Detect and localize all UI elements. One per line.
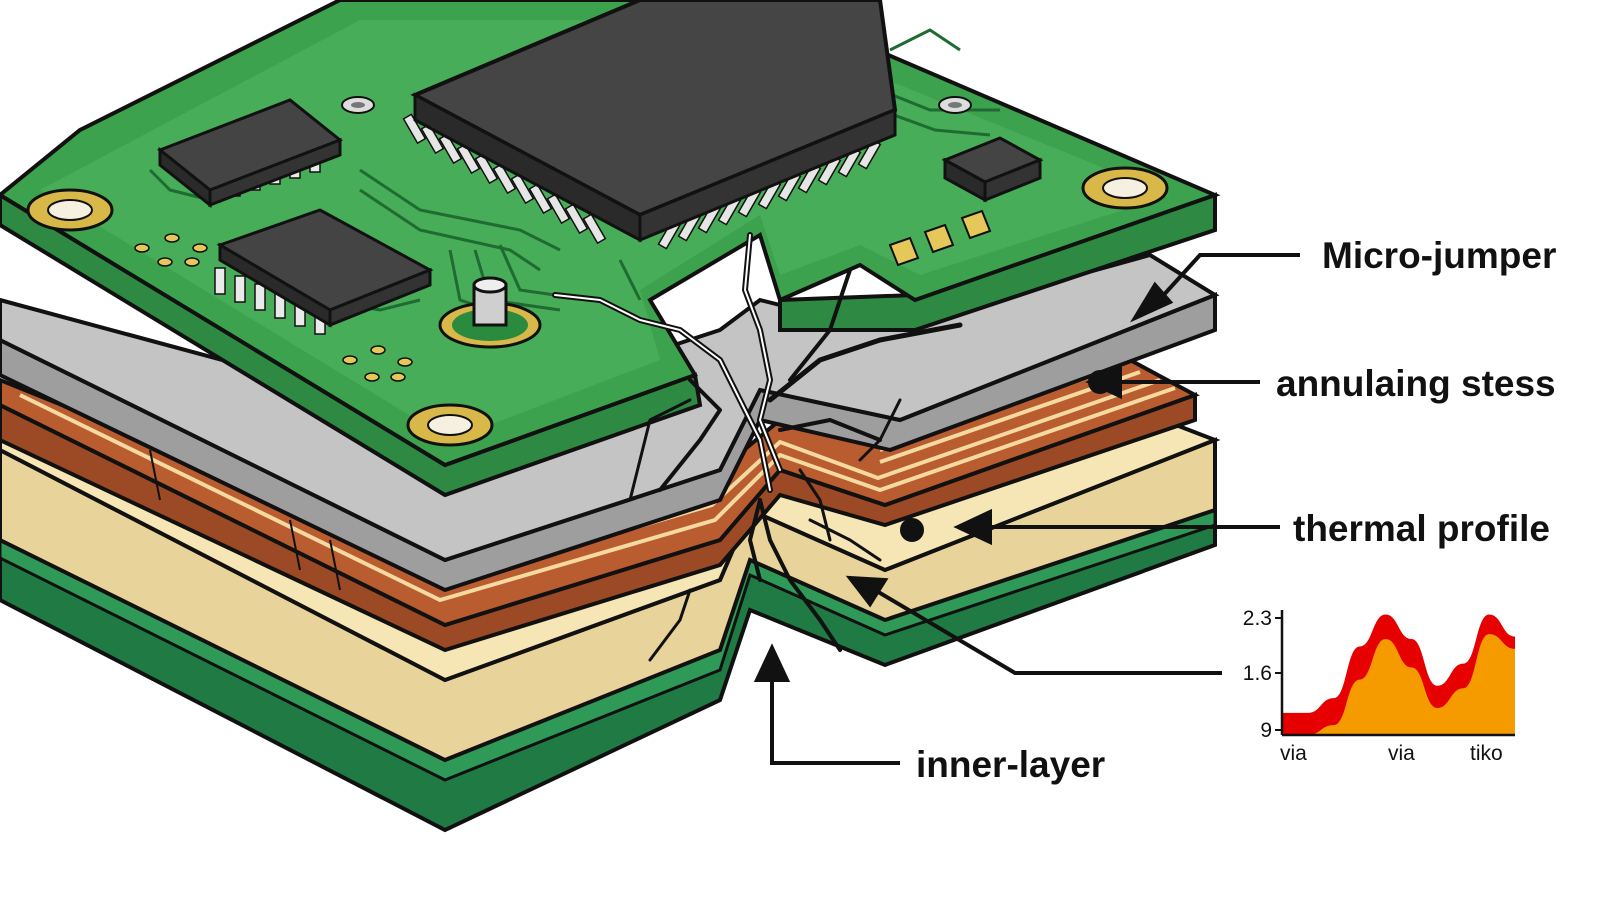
- chip-small-right: [941, 136, 1044, 203]
- chart-series-orange-area: [1282, 634, 1515, 735]
- mounting-hole-left: [26, 188, 114, 232]
- chart-x-tick-label: via: [1388, 742, 1415, 765]
- label-annulaing-stress: annulaing stess: [1276, 363, 1556, 404]
- label-thermal-profile: thermal profile: [1293, 508, 1550, 549]
- post-connector: [438, 276, 542, 349]
- gold-rect-pads: [888, 209, 992, 267]
- thermal-mini-chart: 2.3 1.6 9 via via tiko: [1243, 607, 1515, 765]
- chart-x-tick-label: via: [1280, 742, 1307, 765]
- chip-large-qfp: [402, 0, 898, 250]
- top-pcb-board: [0, 0, 1221, 498]
- label-micro-jumper: Micro-jumper: [1322, 235, 1556, 276]
- arrow-annulaing-stress: [1085, 364, 1260, 400]
- label-inner-layer: inner-layer: [916, 744, 1105, 785]
- crack-lines: [552, 232, 963, 662]
- chip-large-pins-right: [657, 138, 882, 250]
- chip-small-middle-left: [214, 208, 434, 335]
- arrow-thermal-profile: [900, 508, 1280, 546]
- chart-y-tick-label: 9: [1260, 719, 1272, 742]
- chip-large-pins-left: [402, 113, 607, 245]
- arrow-micro-jumper: [1129, 253, 1300, 323]
- chip-small-top-left: [157, 98, 343, 209]
- chart-x-tick-label: tiko: [1470, 742, 1503, 765]
- arrow-chart-link: [845, 575, 1222, 675]
- mounting-hole-right: [1081, 166, 1169, 210]
- copper-segment-lines: [149, 449, 341, 591]
- gold-dot-pads: [134, 233, 413, 382]
- callout-arrows: [753, 253, 1300, 765]
- chart-y-tick-label: 2.3: [1243, 607, 1272, 630]
- mounting-hole-bottom: [406, 403, 494, 447]
- silver-vias: [341, 96, 972, 114]
- arrow-inner-layer: [753, 643, 900, 765]
- chart-y-tick-label: 1.6: [1243, 662, 1272, 685]
